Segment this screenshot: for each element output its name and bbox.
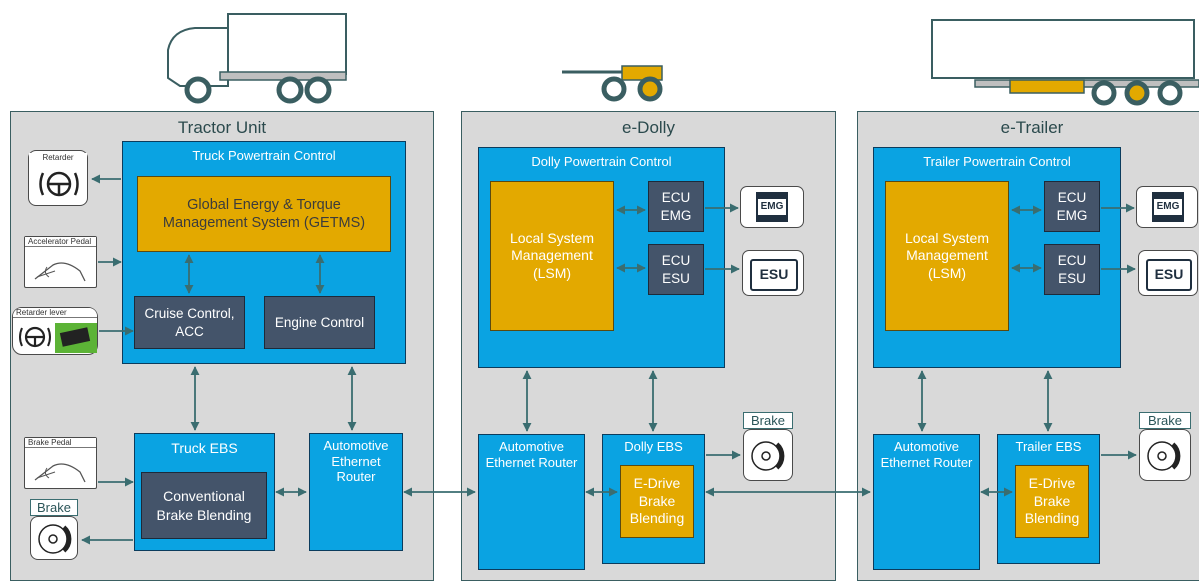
dolly-brake-device	[743, 429, 793, 481]
tractor-unit-title: Tractor Unit	[177, 118, 267, 137]
retarder-device-label: Retarder	[29, 153, 87, 162]
trailer-ecu-emg: ECU EMG	[1044, 181, 1100, 232]
trailer-lsm-block: Local System Management (LSM)	[885, 181, 1009, 331]
trailer-emg-label: EMG	[1154, 199, 1182, 215]
tractor-ethernet-router: Automotive Ethernet Router	[309, 433, 403, 551]
retarder-lever-label: Retarder lever	[13, 308, 97, 318]
dolly-brake-label: Brake	[743, 412, 793, 429]
brake-pedal-device: Brake Pedal	[24, 437, 97, 489]
truck-ebs-title: Truck EBS	[171, 440, 238, 456]
trailer-ebs-title: Trailer EBS	[1015, 439, 1082, 454]
trailer-unit-title: e-Trailer	[1000, 118, 1064, 137]
dolly-ecu-esu: ECU ESU	[648, 244, 704, 295]
getms-block: Global Energy & Torque Management System…	[137, 176, 391, 252]
dolly-emg-device: EMG	[740, 186, 804, 228]
engine-control-block: Engine Control	[264, 296, 375, 349]
tractor-brake-device	[30, 516, 78, 560]
trailer-powertrain-title: Trailer Powertrain Control	[923, 154, 1071, 169]
trailer-emg-device: EMG	[1136, 186, 1198, 228]
trailer-battery-icon: ESU	[1146, 259, 1192, 291]
retarder-lever-icon	[19, 323, 97, 353]
dolly-ethernet-router: Automotive Ethernet Router	[478, 434, 585, 570]
tractor-brake-label: Brake	[30, 499, 78, 516]
conventional-brake-blending: Conventional Brake Blending	[141, 472, 267, 539]
trailer-brake-blending: E-Drive Brake Blending	[1015, 465, 1089, 538]
truck-icon	[167, 13, 347, 104]
dolly-icon	[562, 65, 663, 102]
trailer-esu-label: ESU	[1154, 266, 1184, 282]
trailer-emg-motor-icon: EMG	[1152, 192, 1184, 222]
retarder-icon	[39, 171, 79, 197]
dolly-router-label: Automotive Ethernet Router	[485, 439, 578, 470]
trailer-router-label: Automotive Ethernet Router	[880, 439, 973, 470]
dolly-lsm-block: Local System Management (LSM)	[490, 181, 614, 331]
dolly-ecu-emg: ECU EMG	[648, 181, 704, 232]
trailer-brake-label: Brake	[1139, 412, 1191, 429]
trailer-icon	[931, 19, 1199, 106]
trailer-brake-device	[1139, 429, 1191, 481]
dolly-esu-device: ESU	[742, 250, 804, 296]
accelerator-pedal-label: Accelerator Pedal	[25, 237, 96, 247]
dolly-esu-label: ESU	[759, 266, 789, 282]
dolly-brake-blending: E-Drive Brake Blending	[620, 465, 694, 538]
trailer-esu-device: ESU	[1138, 250, 1198, 296]
retarder-device: Retarder	[28, 150, 88, 206]
brake-disc-icon	[38, 524, 72, 554]
dolly-powertrain-title: Dolly Powertrain Control	[531, 154, 672, 169]
truck-powertrain-title: Truck Powertrain Control	[192, 148, 336, 163]
dolly-emg-label: EMG	[758, 199, 786, 215]
dolly-battery-icon: ESU	[750, 259, 798, 291]
accelerator-pedal-icon	[34, 262, 86, 282]
brake-pedal-icon	[34, 463, 86, 483]
dolly-emg-motor-icon: EMG	[756, 192, 788, 222]
dolly-ebs-title: Dolly EBS	[624, 439, 683, 454]
retarder-lever-device: Retarder lever	[12, 307, 98, 355]
tractor-router-label: Automotive Ethernet Router	[323, 438, 389, 485]
accelerator-pedal-device: Accelerator Pedal	[24, 236, 97, 288]
trailer-ecu-esu: ECU ESU	[1044, 244, 1100, 295]
cruise-control-block: Cruise Control, ACC	[134, 296, 245, 349]
dolly-unit-title: e-Dolly	[622, 118, 675, 137]
brake-disc-icon	[1147, 441, 1181, 471]
brake-pedal-label: Brake Pedal	[25, 438, 96, 448]
brake-disc-icon	[751, 441, 785, 471]
trailer-ethernet-router: Automotive Ethernet Router	[873, 434, 980, 570]
